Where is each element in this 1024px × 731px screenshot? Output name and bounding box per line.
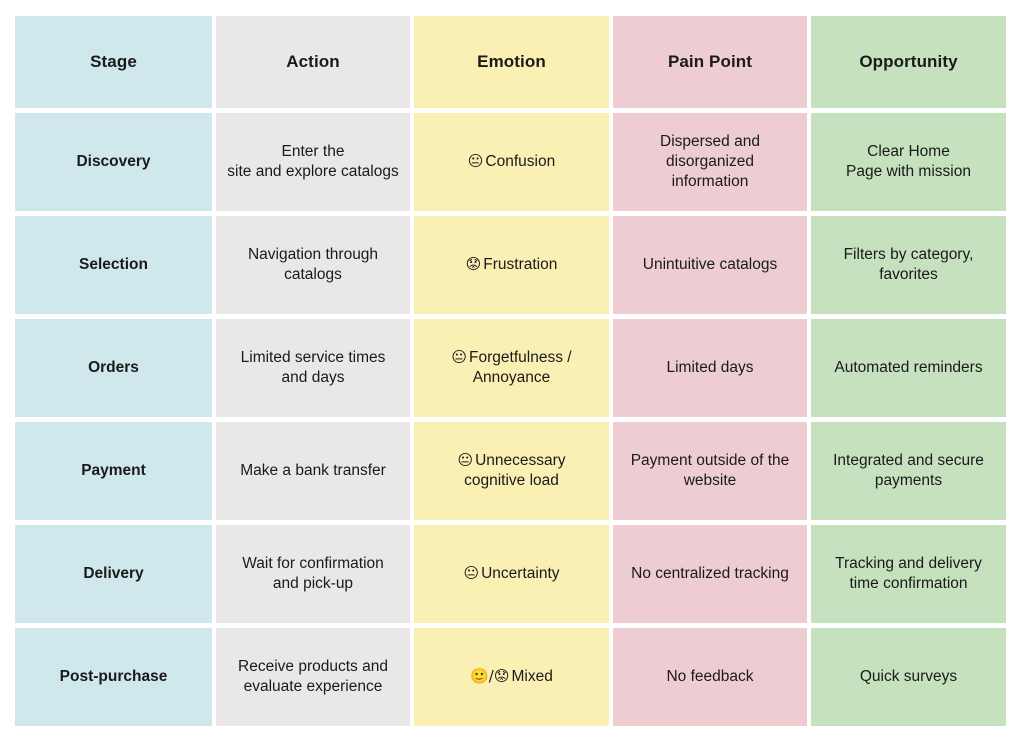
cell-pain-point: Unintuitive catalogs: [613, 216, 807, 314]
table-header-row: Stage Action Emotion Pain Point Opportun…: [15, 16, 1006, 108]
cell-text: Forgetfulness /Annoyance: [469, 349, 572, 386]
cell-stage: Selection: [15, 216, 212, 314]
cell-stage: Payment: [15, 422, 212, 520]
column-header-action: Action: [216, 16, 410, 108]
cell-text: Mixed: [511, 668, 553, 686]
cell-emotion: 😐Forgetfulness /Annoyance: [414, 319, 609, 417]
cell-text: Confusion: [485, 153, 556, 171]
cell-pain-point: No centralized tracking: [613, 525, 807, 623]
cell-pain-point: Limited days: [613, 319, 807, 417]
cell-stage: Discovery: [15, 113, 212, 211]
column-header-stage: Stage: [15, 16, 212, 108]
cell-emotion: 😟Frustration: [414, 216, 609, 314]
cell-stage: Post-purchase: [15, 628, 212, 726]
cell-opportunity: Filters by category,favorites: [811, 216, 1006, 314]
slightly-smiling-and-worried-face-emoji: 🙂/😟: [470, 667, 510, 686]
neutral-face-emoji: 😐: [457, 451, 474, 470]
neutral-face-emoji: 😐: [451, 348, 468, 367]
cell-emotion: 😐Confusion: [414, 113, 609, 211]
column-header-emotion: Emotion: [414, 16, 609, 108]
column-header-pain-point: Pain Point: [613, 16, 807, 108]
cell-stage: Orders: [15, 319, 212, 417]
cell-stage: Delivery: [15, 525, 212, 623]
cell-pain-point: No feedback: [613, 628, 807, 726]
neutral-face-emoji: 😐: [463, 564, 480, 583]
cell-text: Frustration: [483, 256, 558, 274]
cell-action: Make a bank transfer: [216, 422, 410, 520]
cell-opportunity: Quick surveys: [811, 628, 1006, 726]
cell-opportunity: Automated reminders: [811, 319, 1006, 417]
column-header-opportunity: Opportunity: [811, 16, 1006, 108]
customer-journey-map: Stage Action Emotion Pain Point Opportun…: [15, 16, 1006, 726]
cell-text: Uncertainty: [481, 565, 560, 583]
journey-map-table: Stage Action Emotion Pain Point Opportun…: [11, 11, 1010, 731]
neutral-face-emoji: 😐: [467, 152, 484, 171]
cell-emotion: 🙂/😟Mixed: [414, 628, 609, 726]
cell-emotion: 😐Uncertainty: [414, 525, 609, 623]
worried-face-emoji: 😟: [465, 255, 482, 274]
